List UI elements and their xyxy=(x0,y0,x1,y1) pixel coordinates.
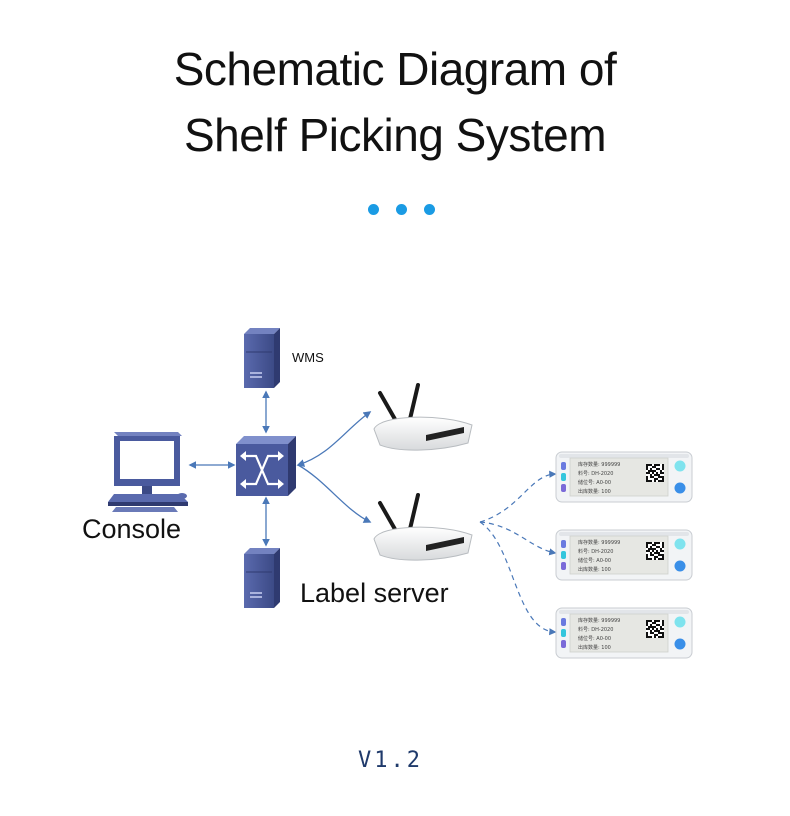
dot-2 xyxy=(396,204,407,215)
tag-text-line: 料号: DH-2020 xyxy=(578,470,613,477)
tag-text-line: 出库数量: 100 xyxy=(578,488,611,495)
indicator-led xyxy=(561,462,566,470)
tag-text-line: 出库数量: 100 xyxy=(578,566,611,573)
e-paper-label-icon: 库存数量: 999999 料号: DH-2020 储位号: A0-00 出库数量: 1… xyxy=(555,607,693,659)
router-icon xyxy=(373,383,473,451)
indicator-led xyxy=(561,618,566,626)
dot-1 xyxy=(368,204,379,215)
title-line-1: Schematic Diagram of xyxy=(173,43,617,95)
qr-code-icon xyxy=(646,464,664,482)
computer-icon xyxy=(108,432,188,512)
title-line-2: Shelf Picking System xyxy=(183,109,607,161)
version-label: V1.2 xyxy=(358,748,423,773)
tag-text-line: 料号: DH-2020 xyxy=(578,548,613,555)
indicator-led xyxy=(561,484,566,492)
indicator-led xyxy=(561,562,566,570)
console-label: Console xyxy=(82,514,182,544)
e-paper-label-icon: 库存数量: 999999 料号: DH-2020 储位号: A0-00 出库数量: 1… xyxy=(555,529,693,581)
indicator-light xyxy=(674,460,686,472)
tag-text-line: 库存数量: 999999 xyxy=(578,539,620,546)
switch-router1-link xyxy=(296,411,372,467)
wms-label: WMS xyxy=(292,350,324,365)
e-paper-label-icon: 库存数量: 999999 料号: DH-2020 储位号: A0-00 出库数量: 1… xyxy=(555,451,693,503)
confirm-button xyxy=(674,560,686,572)
tag-text-line: 储位号: A0-00 xyxy=(578,635,611,642)
switch-icon xyxy=(236,436,296,496)
decorative-dots xyxy=(0,204,790,216)
wireless-links xyxy=(479,470,557,636)
qr-code-icon xyxy=(646,620,664,638)
router-icon xyxy=(373,493,473,561)
diagram-title: Schematic Diagram of Shelf Picking Syste… xyxy=(0,36,790,168)
indicator-led xyxy=(561,540,566,548)
wireless-link-3 xyxy=(479,521,557,636)
tag-text-line: 库存数量: 999999 xyxy=(578,617,620,624)
indicator-light xyxy=(674,538,686,550)
connection-lines xyxy=(188,390,372,547)
confirm-button xyxy=(674,482,686,494)
indicator-led xyxy=(561,640,566,648)
tag-text-line: 库存数量: 999999 xyxy=(578,461,620,468)
wms-server-icon xyxy=(244,328,280,388)
indicator-light xyxy=(674,616,686,628)
wireless-link-1 xyxy=(479,470,557,523)
indicator-led xyxy=(561,473,566,481)
tag-text-line: 储位号: A0-00 xyxy=(578,557,611,564)
indicator-led xyxy=(561,551,566,559)
tag-text-line: 出库数量: 100 xyxy=(578,644,611,651)
qr-code-icon xyxy=(646,542,664,560)
wireless-link-2 xyxy=(479,521,557,556)
label-server-icon xyxy=(244,548,280,608)
tag-text-line: 储位号: A0-00 xyxy=(578,479,611,486)
label-server-label: Label server xyxy=(300,578,449,608)
indicator-led xyxy=(561,629,566,637)
tag-text-line: 料号: DH-2020 xyxy=(578,626,613,633)
dot-3 xyxy=(424,204,435,215)
switch-router2-link xyxy=(297,464,372,523)
e-paper-labels: 库存数量: 999999 料号: DH-2020 储位号: A0-00 出库数量: 1… xyxy=(555,451,693,659)
confirm-button xyxy=(674,638,686,650)
